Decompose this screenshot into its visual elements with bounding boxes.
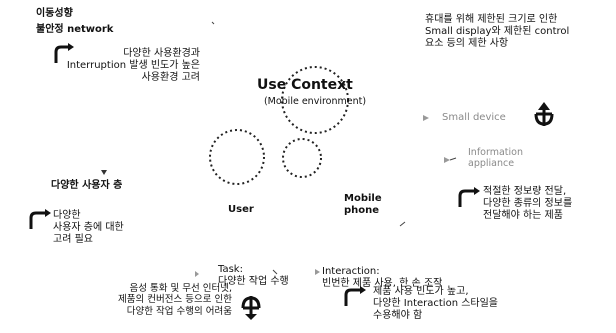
task-heading: Task: 다양한 작업 수행 bbox=[218, 264, 289, 287]
mobility-heading: 이동성향 bbox=[36, 8, 73, 19]
right-mid-description: 적절한 정보량 전달, 다양한 종류의 정보를 전달해야 하는 제품 bbox=[483, 186, 573, 221]
curved-arrow-icon bbox=[344, 286, 366, 306]
bullet-top-right bbox=[423, 115, 429, 121]
diverse-users-heading: 다양한 사용자 층 bbox=[51, 180, 123, 191]
user-circle bbox=[209, 129, 265, 185]
connector-bottom-mid bbox=[272, 269, 278, 275]
connector-bottom-right bbox=[399, 221, 406, 227]
curved-arrow-icon bbox=[241, 296, 261, 320]
top-left-description: 다양한 사용환경과 Interruption 발생 빈도가 높은 사용환경 고려 bbox=[66, 48, 200, 83]
user-label: User bbox=[228, 204, 254, 215]
use-context-circle bbox=[281, 66, 349, 134]
curved-arrow-icon bbox=[458, 187, 480, 207]
connector-right-mid bbox=[449, 157, 457, 161]
mobile-circle bbox=[282, 138, 322, 178]
use-context-subtitle: (Mobile environment) bbox=[263, 96, 367, 107]
curved-arrow-icon bbox=[29, 209, 51, 229]
mobile-phone-label: Mobile phone bbox=[344, 193, 382, 216]
interaction-heading: Interaction: 빈번한 제품 사용, 한 손 조작 bbox=[322, 266, 443, 289]
bullet-bottom-left bbox=[195, 271, 199, 277]
small-device-label: Small device bbox=[442, 112, 506, 123]
bullet-left-mid bbox=[101, 170, 107, 175]
connector-left-top bbox=[211, 21, 215, 25]
bullet-right-mid bbox=[444, 157, 450, 163]
bottom-right-description: 제품 사용 빈도가 높고, 다양한 Interaction 스타일을 수용해야 … bbox=[373, 286, 499, 321]
bullet-bottom-right bbox=[315, 269, 320, 275]
top-right-description: 휴대를 위해 제한된 크기로 인한 Small display와 제한된 con… bbox=[425, 14, 570, 49]
curved-arrow-icon bbox=[54, 43, 74, 63]
use-context-title: Use Context bbox=[257, 77, 353, 93]
curved-arrow-icon bbox=[534, 102, 554, 126]
left-mid-description: 다양한 사용자 층에 대한 고려 필요 bbox=[53, 210, 124, 245]
bottom-left-description: 음성 통화 및 무선 인터넷, 제품의 컨버전스 등으로 인한 다양한 작업 수… bbox=[118, 283, 232, 317]
information-appliance-label: Information appliance bbox=[468, 147, 523, 170]
unstable-network-heading: 불안정 network bbox=[36, 24, 114, 35]
